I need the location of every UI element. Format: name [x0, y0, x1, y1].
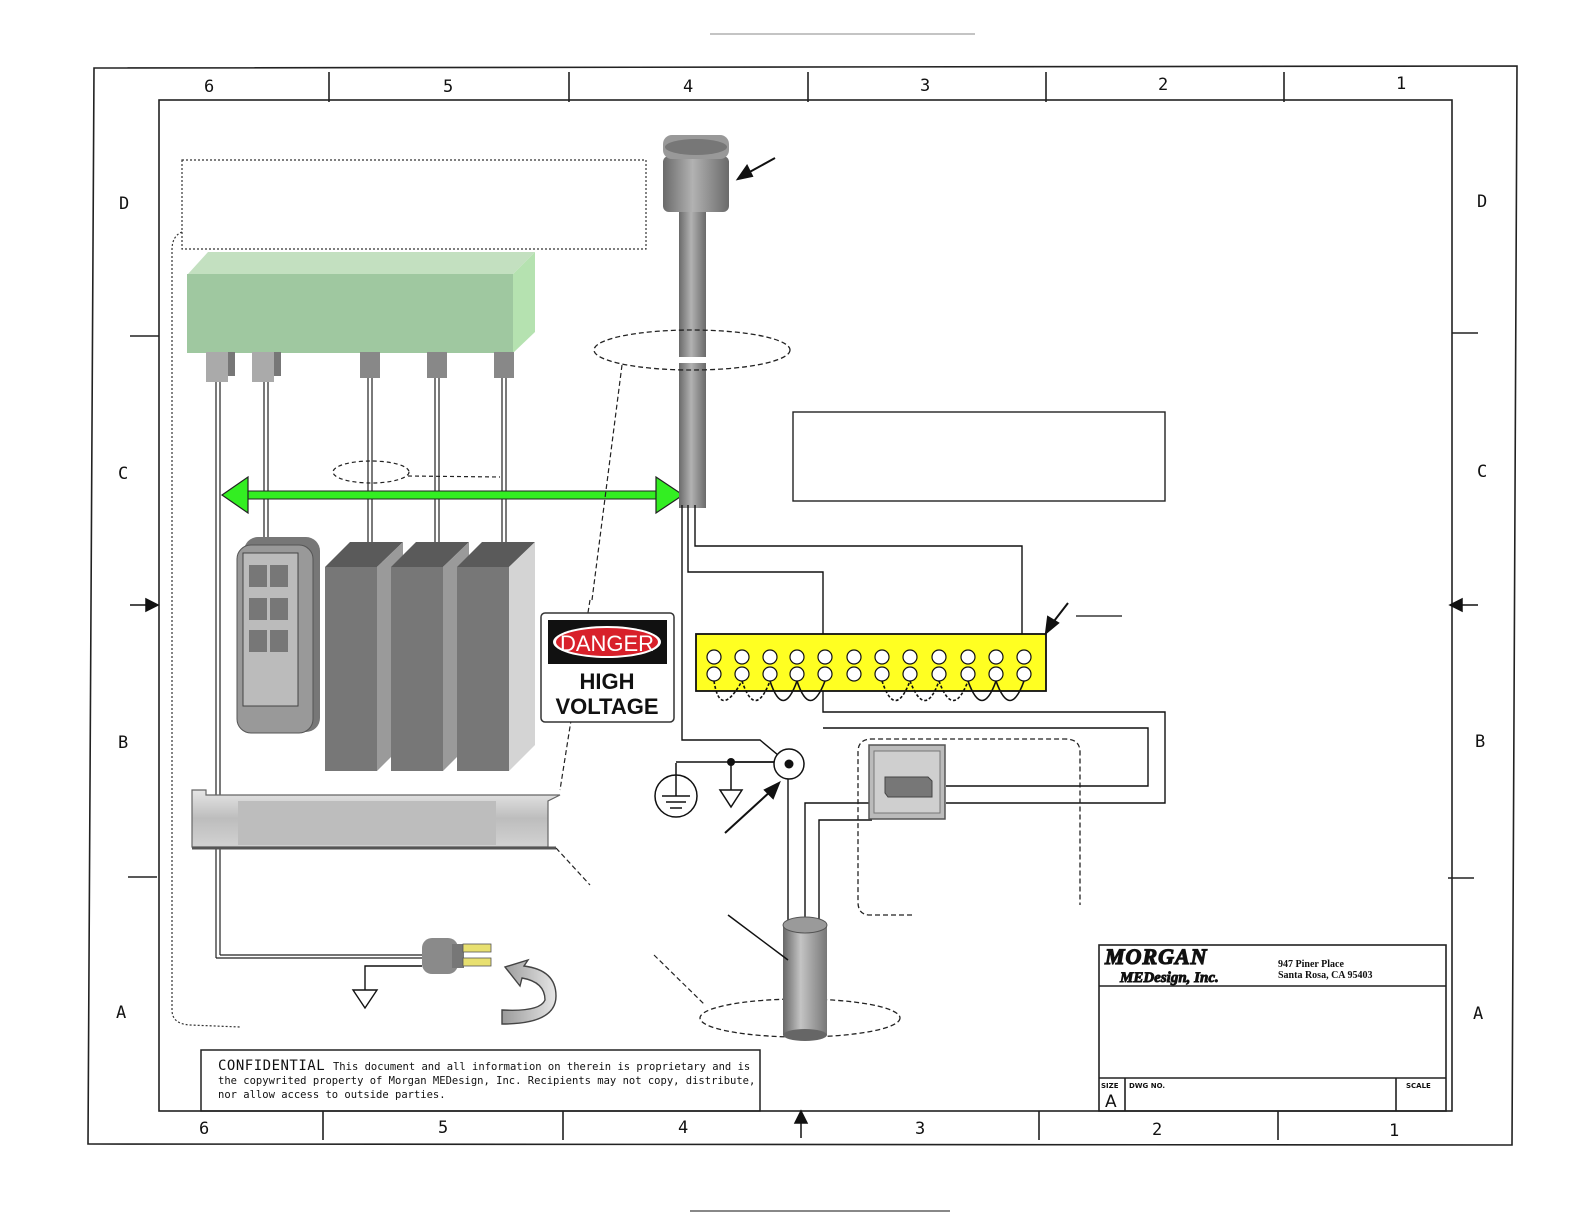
pointer-arrow-icon: [724, 780, 781, 834]
cable-glands: [206, 352, 514, 382]
pointer-arrow-icon: [1044, 602, 1122, 636]
control-cables: [215, 378, 507, 959]
switch-enclosure-outline: [857, 738, 1081, 916]
danger-high-voltage-sign: DANGER HIGH VOLTAGE: [540, 612, 675, 723]
ground-icon: [351, 965, 422, 1010]
pointer-arrow-icon: [735, 157, 776, 181]
row-label-left: D: [119, 194, 129, 214]
danger-line2: VOLTAGE: [555, 694, 658, 719]
detail-callout-ellipse: [332, 460, 410, 484]
dwg-label: DWG NO.: [1129, 1082, 1165, 1090]
address-line1: 947 Piner Place: [1278, 959, 1344, 970]
company-logo: MORGAN MEDesign, Inc.: [1103, 943, 1219, 986]
green-double-arrow-icon: [220, 475, 685, 515]
row-label-left: B: [118, 733, 128, 753]
row-label-right: A: [1473, 1004, 1483, 1024]
callout-box-top: [181, 159, 647, 250]
row-label-right: C: [1477, 462, 1487, 482]
pipe-break-callout: [593, 329, 791, 371]
col-label-top: 4: [683, 77, 693, 97]
col-label-bottom: 5: [438, 1118, 448, 1138]
col-label-top: 3: [920, 76, 930, 96]
col-label-top: 1: [1396, 74, 1406, 94]
zone-labels: 6 5 4 3 2 1 6 5 4 3 2 1 D C B A D C B A: [116, 74, 1487, 1141]
green-junction-box: [187, 252, 535, 353]
size-label: SIZE: [1101, 1082, 1119, 1090]
enclosure-outline: [171, 231, 241, 1028]
terminal-block: [695, 633, 1047, 702]
col-label-bottom: 3: [915, 1119, 925, 1139]
svg-text:MEDesign, Inc.: MEDesign, Inc.: [1119, 970, 1219, 986]
switch-icon: [868, 744, 946, 820]
callout-box-right: [792, 411, 1166, 502]
ground-lug: [773, 748, 805, 780]
row-label-right: D: [1477, 192, 1487, 212]
power-plug-icon: [422, 938, 492, 974]
svg-text:MORGAN: MORGAN: [1104, 944, 1208, 969]
equipment-cabinets: [325, 542, 535, 771]
col-label-bottom: 1: [1389, 1121, 1399, 1141]
pendant-controller: [236, 537, 320, 734]
confidential-heading: CONFIDENTIAL: [218, 1058, 326, 1074]
confidential-notice: CONFIDENTIAL This document and all infor…: [218, 1058, 763, 1102]
wires: [681, 505, 1166, 925]
center-arrow-icon: [130, 597, 1478, 1138]
address-line2: Santa Rosa, CA 95403: [1278, 970, 1372, 981]
confidential-text: This document and all information on the…: [218, 1061, 756, 1101]
danger-line1: HIGH: [580, 669, 635, 694]
cable-tray: [191, 789, 561, 850]
curved-arrow-icon: [501, 958, 557, 1025]
vent-pipe: [663, 135, 729, 508]
row-label-left: A: [116, 1003, 126, 1023]
col-label-bottom: 6: [199, 1119, 209, 1139]
title-block: [1098, 944, 1447, 1112]
ground-rod: [782, 916, 828, 1041]
col-label-bottom: 4: [678, 1118, 688, 1138]
col-label-top: 5: [443, 77, 453, 97]
row-label-right: B: [1475, 732, 1485, 752]
size-value: A: [1105, 1092, 1117, 1112]
scale-label: SCALE: [1406, 1082, 1431, 1090]
col-label-bottom: 2: [1152, 1120, 1162, 1140]
row-label-left: C: [118, 464, 128, 484]
confidential-box: [200, 1049, 761, 1112]
col-label-top: 6: [204, 77, 214, 97]
danger-header: DANGER: [560, 631, 654, 656]
col-label-top: 2: [1158, 75, 1168, 95]
